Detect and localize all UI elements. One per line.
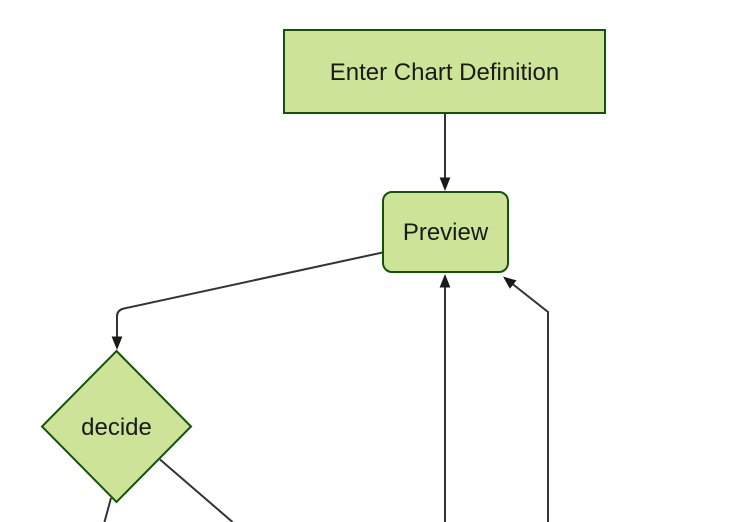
edge-enter-to-preview [439,113,451,191]
node-diamond [40,349,193,504]
edge-bottom-right-to-preview [503,276,549,522]
edge-preview-to-decide [111,251,383,350]
edge-line [512,283,549,522]
node-decide: decide [40,349,193,504]
edge-decide-to-bottom-right [159,458,234,522]
node-rectangle [283,29,606,114]
edge-bottom-middle-to-preview [439,274,451,522]
edge-line [116,251,383,338]
node-label: Enter Chart Definition [330,59,559,86]
arrowhead-down-icon [111,336,123,350]
arrowhead-up-left-icon [503,276,517,289]
arrowhead-down-icon [439,177,451,191]
edge-decide-to-bottom-left [103,497,112,522]
node-preview: Preview [382,191,509,273]
node-enter-chart-definition: Enter Chart Definition [283,29,606,114]
node-label: Preview [403,219,489,246]
node-rounded-rectangle [382,191,509,273]
node-label: decide [81,414,152,441]
arrowhead-up-icon [439,274,451,288]
